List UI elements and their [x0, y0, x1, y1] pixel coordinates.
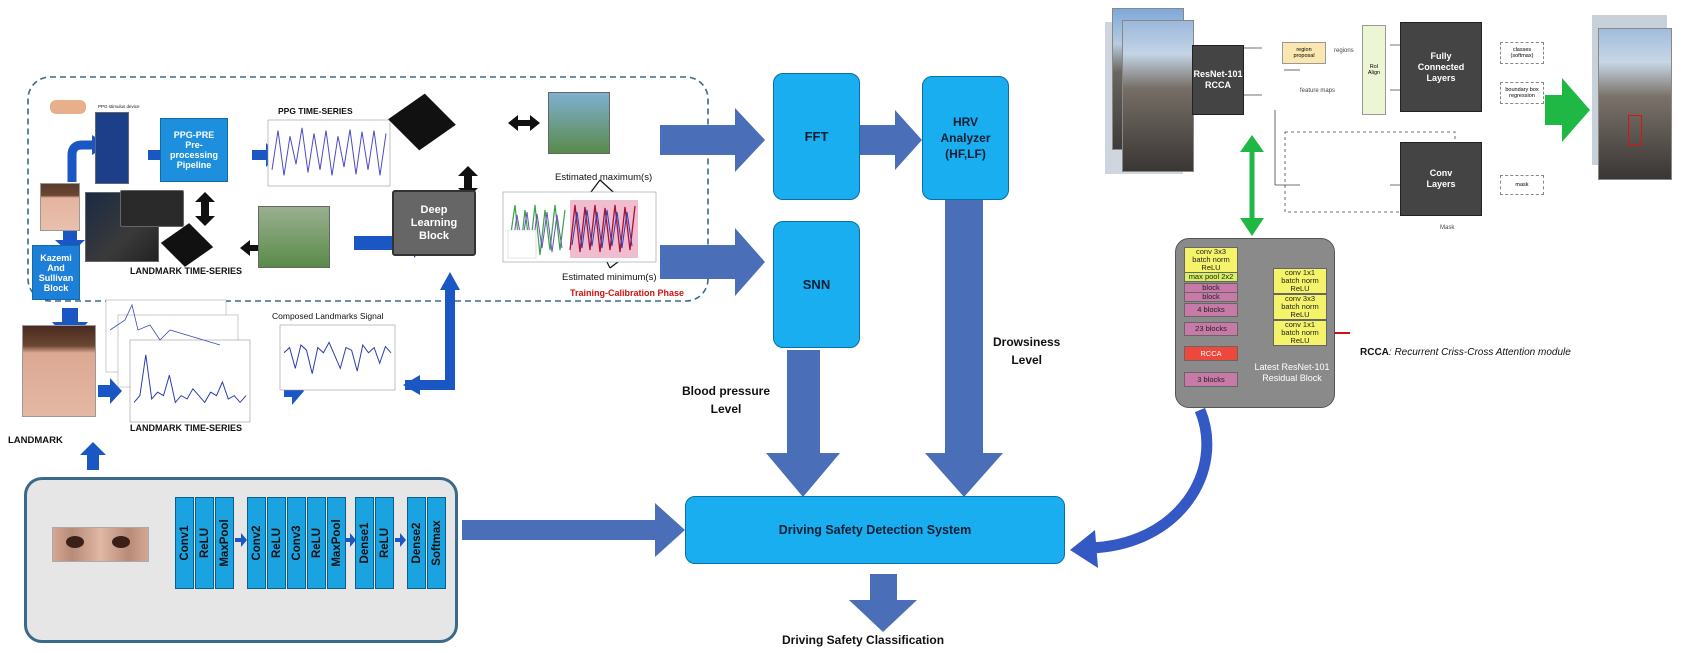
face-image-large	[22, 325, 96, 417]
cnn-relu4: ReLU	[375, 497, 394, 589]
mask-box: mask	[1500, 175, 1544, 195]
arrow-hrv-down	[925, 200, 1003, 497]
composed-chart	[279, 324, 396, 391]
face-to-ppg-arrow	[67, 140, 95, 182]
arrow-cnn-dsds	[462, 503, 685, 557]
est-max-label: Estimated maximum(s)	[555, 172, 653, 183]
training-region	[27, 76, 709, 302]
board-image-top	[548, 92, 610, 154]
cnn-conv3: Conv3	[287, 497, 306, 589]
res-right-0: conv 1x1 batch norm ReLU	[1273, 268, 1327, 294]
rcca-note-text: : Recurrent Criss-Cross Attention module	[1388, 347, 1571, 358]
estimate-chart	[502, 191, 657, 263]
driving-safety-detection-system: Driving Safety Detection System	[685, 496, 1065, 564]
left-eye-icon	[66, 536, 84, 548]
feature-maps-label: feature maps	[1300, 88, 1336, 94]
rcca-note: RCCA: Recurrent Criss-Cross Attention mo…	[1360, 347, 1571, 358]
landmark-charts	[105, 299, 251, 423]
cnn-conv2: Conv2	[247, 497, 266, 589]
hrv-analyzer-box: HRV Analyzer (HF,LF)	[922, 76, 1009, 200]
resnet-rcca-box: ResNet-101 RCCA	[1192, 45, 1244, 115]
conv-layers-box: Conv Layers	[1400, 142, 1482, 216]
res-left-4: 4 blocks	[1184, 303, 1238, 317]
arrow-to-fft	[660, 108, 765, 172]
snn-box: SNN	[773, 221, 860, 348]
deep-learning-block: Deep Learning Block	[392, 190, 476, 256]
res-right-2: conv 1x1 batch norm ReLU	[1273, 320, 1327, 346]
fft-box: FFT	[773, 73, 860, 200]
board-image-left	[258, 206, 330, 268]
training-phase-label: Training-Calibration Phase	[570, 288, 685, 298]
landmark-label: LANDMARK	[8, 435, 63, 446]
driving-safety-classification: Driving Safety Classification	[782, 633, 945, 647]
output-image	[1598, 28, 1672, 180]
cnn-softmax: Softmax	[427, 497, 446, 589]
composed-signal-title: Composed Landmarks Signal	[272, 311, 384, 321]
rcca-note-bold: RCCA	[1360, 347, 1389, 358]
ppg-pre-block: PPG-PRE Pre- processing Pipeline	[160, 118, 228, 182]
res-left-1: max pool 2x2	[1184, 272, 1238, 282]
fc-layers-box: Fully Connected Layers	[1400, 22, 1482, 112]
bbox-box: boundary box regression	[1500, 82, 1544, 104]
face-image-small	[40, 183, 80, 231]
cnn-relu3: ReLU	[307, 497, 326, 589]
right-eye-icon	[112, 536, 130, 548]
cnn-maxpool2: MaxPool	[327, 497, 346, 589]
region-proposal-box: region proposal	[1282, 42, 1326, 64]
camera-image-2	[120, 190, 184, 227]
res-right-1: conv 3x3 batch norm ReLU	[1273, 294, 1327, 320]
curved-arrow	[1089, 407, 1213, 554]
cnn-relu1: ReLU	[195, 497, 214, 589]
res-left-5: 23 blocks	[1184, 322, 1238, 336]
res-left-0: conv 3x3 batch norm ReLU	[1184, 247, 1238, 273]
arrow-dsds-down	[849, 574, 917, 632]
ppg-sensor-image	[95, 112, 129, 184]
roi-align-box: RoI Align	[1362, 25, 1386, 115]
cnn-conv1: Conv1	[175, 497, 194, 589]
cnn-dense2: Dense2	[407, 497, 426, 589]
ppg-chart	[267, 119, 391, 187]
arrow-snn-down	[766, 350, 840, 497]
regions-label: regions	[1334, 48, 1354, 54]
arrow-fft-hrv	[860, 110, 922, 170]
kazemi-block: Kazemi And Sullivan Block	[32, 245, 80, 300]
res-left-7: 3 blocks	[1184, 372, 1238, 387]
cnn-relu2: ReLU	[267, 497, 286, 589]
detection-box	[1628, 115, 1642, 145]
cnn-dense1: Dense1	[355, 497, 374, 589]
resnet-caption: Latest ResNet-101 Residual Block	[1254, 362, 1330, 383]
green-arrow-right	[1545, 78, 1590, 142]
landmark-ts-bottom-label: LANDMARK TIME-SERIES	[130, 423, 242, 433]
est-min-label: Estimated minimum(s)	[562, 272, 657, 283]
mask-caption: Mask	[1440, 225, 1455, 231]
ppg-timeseries-title: PPG TIME-SERIES	[278, 106, 353, 116]
res-left-3: block	[1184, 292, 1238, 302]
landmark-ts-top-label: LANDMARK TIME-SERIES	[130, 266, 242, 276]
ppg-device-label: PPG stimulus device	[98, 104, 140, 109]
cnn-maxpool1: MaxPool	[215, 497, 234, 589]
classes-box: classes (softmax)	[1500, 42, 1544, 64]
arrow-to-snn	[660, 228, 765, 296]
res-left-rcca: RCCA	[1184, 346, 1238, 361]
drowsiness-label: Drowsiness Level	[993, 335, 1061, 367]
ppg-hand-image	[50, 100, 86, 114]
blood-pressure-label: Blood pressure Level	[682, 384, 771, 416]
street-image-2	[1122, 20, 1194, 172]
